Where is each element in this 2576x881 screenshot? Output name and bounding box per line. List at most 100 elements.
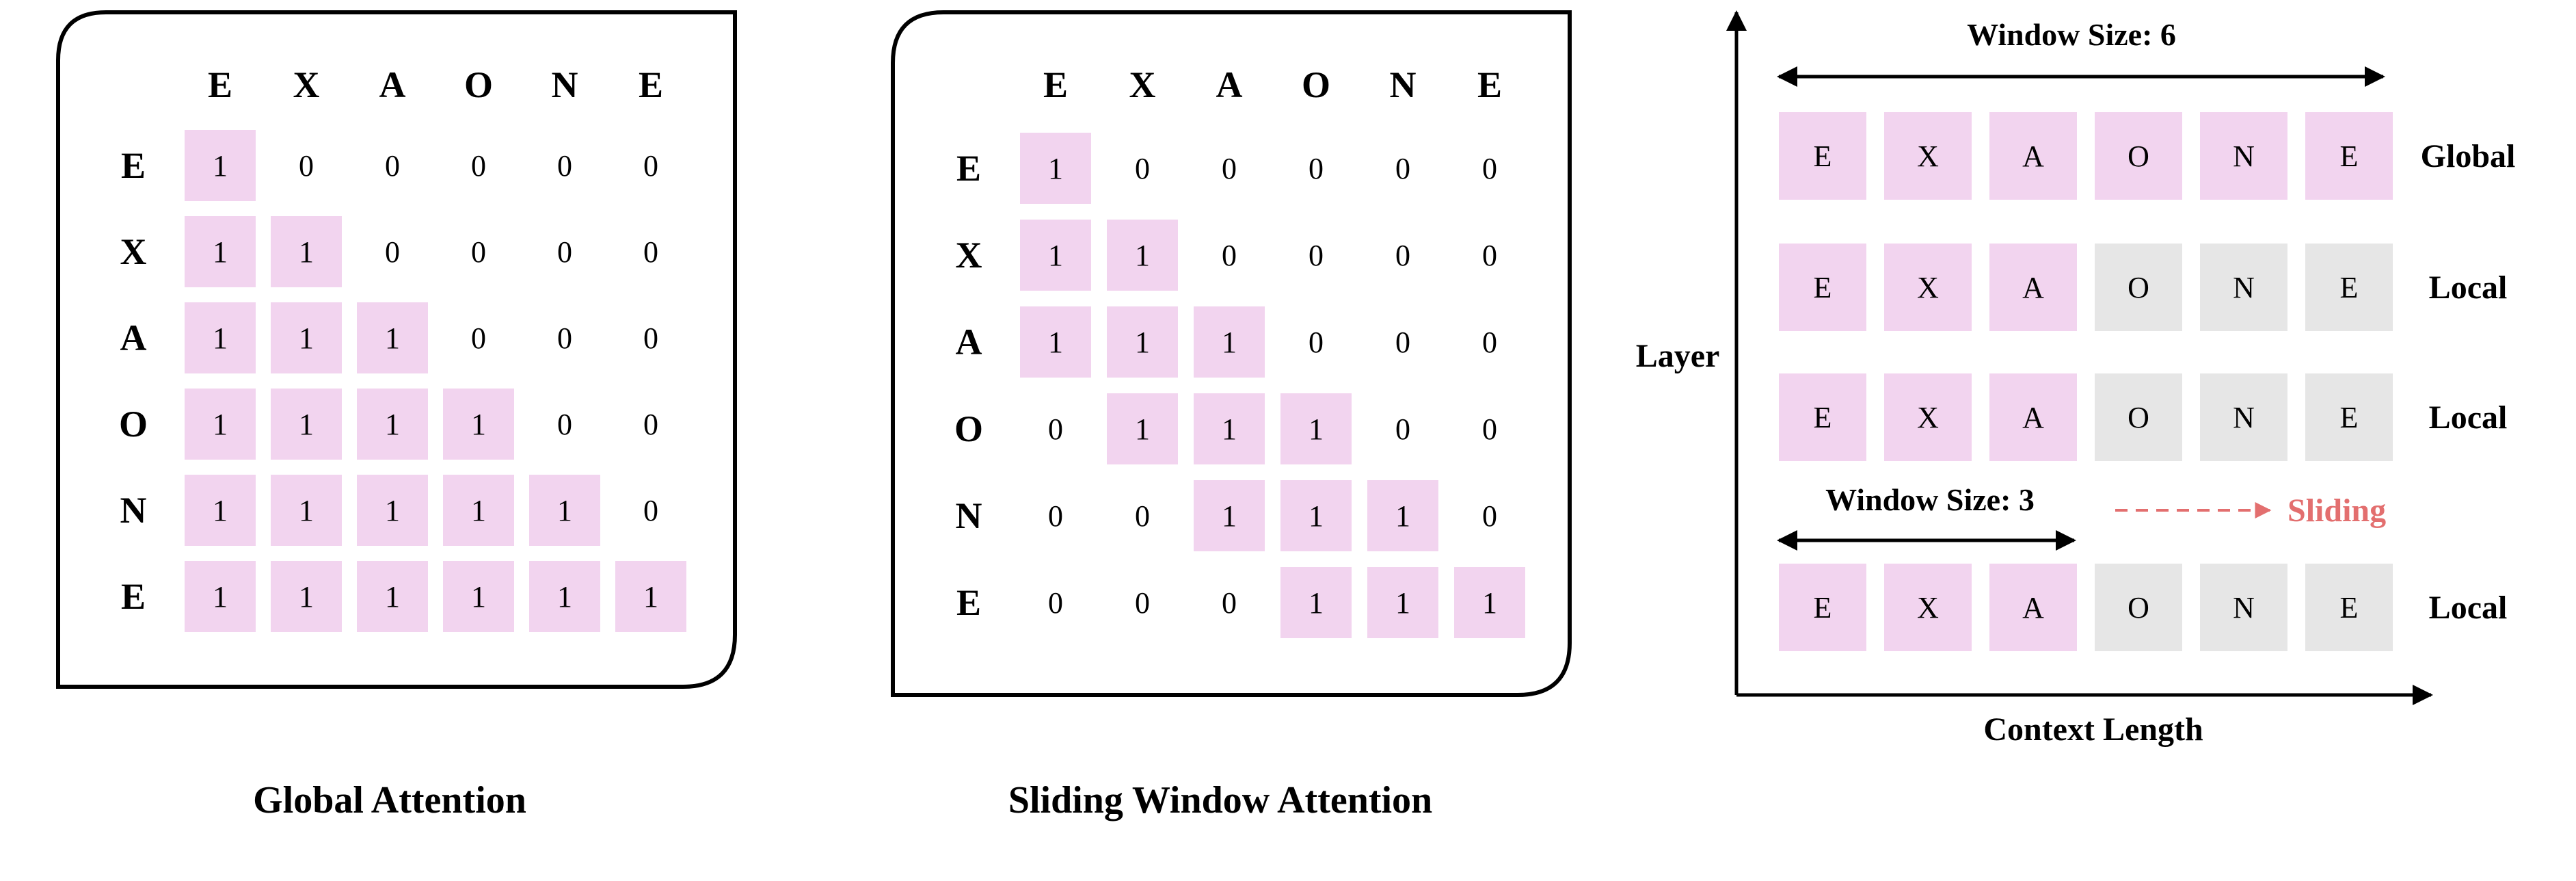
attention-cell-value: 0 [1395, 239, 1410, 272]
row-header-token: O [954, 408, 983, 449]
attention-cell-active [185, 302, 256, 373]
layer-token-active [1779, 564, 1866, 651]
attention-cell-value: 0 [643, 321, 658, 355]
attention-cell-value: 1 [1222, 326, 1237, 359]
layer-token-inactive [2305, 244, 2393, 331]
attention-cell-value: 1 [1222, 412, 1237, 446]
attention-cell-value: 1 [385, 580, 400, 614]
layer-type-label: Local [2429, 590, 2508, 626]
column-header-token: N [1390, 64, 1417, 105]
attention-cell-active [443, 561, 514, 632]
attention-cell-value: 1 [299, 494, 314, 527]
layer-token-active [1884, 244, 1972, 331]
attention-cell-value: 0 [1395, 152, 1410, 185]
layer-token-label: A [2022, 591, 2044, 624]
layer-token-active [1884, 112, 1972, 200]
layer-token-label: E [2340, 401, 2359, 434]
row-header-token: N [120, 490, 147, 531]
attention-cell-value: 1 [643, 580, 658, 614]
attention-cell-active [1194, 393, 1265, 464]
attention-cell-value: 1 [213, 494, 228, 527]
layer-token-active [2095, 112, 2182, 200]
layer-token-label: O [2128, 140, 2149, 173]
row-header-token: E [121, 145, 146, 186]
layer-token-active [1989, 244, 2077, 331]
global-attention-caption: Global Attention [253, 779, 526, 821]
layer-token-active [1989, 373, 2077, 461]
column-header-token: E [208, 64, 232, 105]
attention-cell-active [1020, 133, 1091, 204]
layer-token-label: X [1917, 401, 1939, 434]
attention-cell-active [271, 475, 342, 546]
attention-cell-active [357, 302, 428, 373]
attention-cell-value: 1 [1309, 586, 1324, 620]
layer-token-label: E [1814, 140, 1832, 173]
attention-cell-value: 0 [385, 235, 400, 269]
layer-type-label: Global [2421, 138, 2516, 174]
attention-cell-value: 0 [643, 235, 658, 269]
layer-token-label: E [1814, 271, 1832, 304]
attention-cell-value: 0 [557, 149, 572, 183]
layer-token-label: A [2022, 401, 2044, 434]
attention-cell-value: 0 [385, 149, 400, 183]
y-axis-label: Layer [1636, 338, 1720, 374]
lg-ratio-panel: Layer Context Length Window Size: 6 Wind… [1636, 10, 2516, 748]
layer-token-label: X [1917, 591, 1939, 624]
attention-cell-value: 0 [1222, 152, 1237, 185]
layer-token-label: N [2233, 591, 2255, 624]
attention-cell-active [1194, 306, 1265, 378]
attention-cell-value: 0 [471, 321, 486, 355]
layer-token-label: O [2128, 401, 2149, 434]
attention-cell-value: 1 [557, 580, 572, 614]
attention-cell-active [185, 389, 256, 460]
layer-token-inactive [2305, 373, 2393, 461]
column-header-token: X [1129, 64, 1156, 105]
attention-cell-value: 0 [1135, 152, 1150, 185]
row-header-token: A [956, 321, 982, 363]
layer-token-inactive [2200, 564, 2287, 651]
attention-cell-active [1367, 480, 1438, 551]
row-header-token: N [956, 495, 982, 536]
attention-cell-value: 0 [1309, 152, 1324, 185]
attention-cell-value: 1 [471, 408, 486, 441]
attention-cell-value: 1 [299, 235, 314, 269]
window-size-6-label: Window Size: 6 [1967, 17, 2176, 52]
window-size-3-label: Window Size: 3 [1825, 482, 2035, 517]
attention-cell-value: 0 [557, 235, 572, 269]
layer-token-active [1779, 112, 1866, 200]
attention-cell-value: 0 [643, 494, 658, 527]
attention-cell-active [1107, 306, 1178, 378]
column-header-token: A [1216, 64, 1243, 105]
layer-token-label: E [1814, 401, 1832, 434]
attention-cell-active [1107, 393, 1178, 464]
layer-token-active [1989, 564, 2077, 651]
attention-cell-value: 1 [213, 408, 228, 441]
attention-cell-value: 0 [1309, 239, 1324, 272]
attention-cell-value: 1 [385, 494, 400, 527]
attention-cell-active [615, 561, 686, 632]
attention-cell-value: 0 [1482, 152, 1497, 185]
attention-cell-value: 1 [213, 235, 228, 269]
layer-token-active [1779, 244, 1866, 331]
attention-cell-active [357, 475, 428, 546]
attention-cell-active [357, 561, 428, 632]
layer-token-label: X [1917, 140, 1939, 173]
attention-cell-value: 1 [1395, 499, 1410, 533]
attention-cell-value: 1 [1395, 586, 1410, 620]
attention-cell-value: 1 [1135, 412, 1150, 446]
attention-cell-active [529, 475, 600, 546]
attention-cell-active [1020, 306, 1091, 378]
attention-cell-value: 1 [1135, 326, 1150, 359]
attention-cell-value: 0 [1135, 499, 1150, 533]
layer-token-active [2305, 112, 2393, 200]
sliding-label: Sliding [2287, 492, 2386, 529]
layer-token-label: E [1814, 591, 1832, 624]
global-attention-frame [56, 10, 737, 689]
attention-cell-value: 1 [385, 321, 400, 355]
attention-cell-value: 0 [1048, 499, 1063, 533]
attention-cell-active [1280, 393, 1352, 464]
row-header-token: A [120, 317, 147, 358]
layer-token-active [1989, 112, 2077, 200]
